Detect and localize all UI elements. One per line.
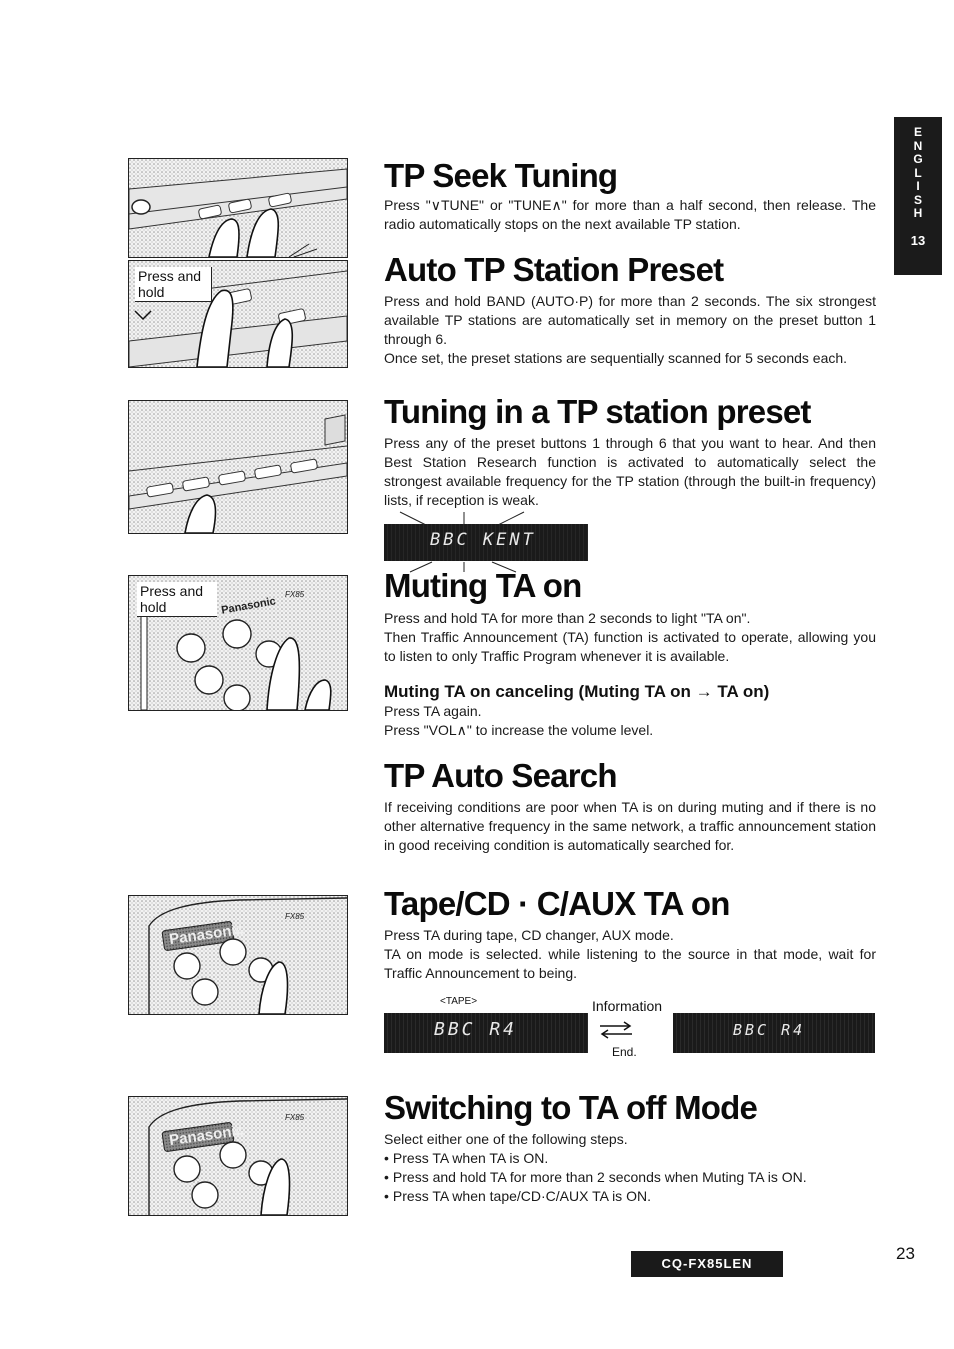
display-tape-mode: BBC R4: [384, 1013, 588, 1053]
display-indicator-lines: [399, 511, 525, 573]
arrows-icon: [600, 1021, 632, 1039]
title-tuning-tp-preset: Tuning in a TP station preset: [384, 393, 811, 430]
title-auto-tp-preset: Auto TP Station Preset: [384, 251, 724, 288]
list-item: Press TA when tape/CD·C/AUX TA is ON.: [384, 1187, 876, 1206]
illustration-preset-buttons: [128, 400, 348, 534]
language-side-tab: E N G L I S H 13: [894, 117, 942, 275]
list-item: Press and hold TA for more than 2 second…: [384, 1168, 876, 1187]
subtitle-muting-cancel: Muting TA on canceling (Muting TA on → T…: [384, 682, 770, 701]
text-tape-cd-ta-on: Press TA during tape, CD changer, AUX mo…: [384, 927, 876, 981]
list-item: Press TA when TA is ON.: [384, 1149, 876, 1168]
language-letters: E N G L I S H: [913, 125, 923, 220]
illustration-ta-button: Press and hold Panasonic FX85: [128, 575, 348, 711]
text-tuning-tp-preset: Press any of the preset buttons 1 throug…: [384, 435, 876, 508]
title-tape-cd-ta-on: Tape/CD · C/AUX TA on: [384, 885, 730, 922]
text-auto-tp-preset: Press and hold BAND (AUTO·P) for more th…: [384, 293, 876, 366]
illustration-ta-off: Panasonic FX85: [128, 1096, 348, 1216]
illustration-ta-tape: Panasonic FX85: [128, 895, 348, 1015]
title-tp-auto-search: TP Auto Search: [384, 757, 618, 794]
model-badge: CQ-FX85LEN: [631, 1251, 783, 1277]
information-label: Information: [592, 998, 663, 1014]
text-muting-cancel: Press TA again. Press "VOL∧" to increase…: [384, 703, 654, 738]
text-muting-ta-on: Press and hold TA for more than 2 second…: [384, 610, 876, 664]
display-station-name: BBC KENT: [384, 524, 588, 561]
title-tp-seek-tuning: TP Seek Tuning: [384, 157, 618, 194]
section-page-number: 13: [910, 232, 926, 248]
model-label: FX85: [285, 912, 305, 921]
ta-off-steps: Press TA when TA is ON. Press and hold T…: [384, 1149, 876, 1206]
display-information-mode: BBC R4: [673, 1013, 875, 1053]
text-ta-off-mode: Select either one of the following steps…: [384, 1130, 876, 1206]
press-and-hold-label-ta: Press and hold: [137, 582, 217, 617]
illustration-band-button: Press and hold: [128, 260, 348, 368]
title-ta-off-mode: Switching to TA off Mode: [384, 1089, 758, 1126]
tape-label: <TAPE>: [440, 996, 478, 1007]
model-label-2: FX85: [285, 1113, 305, 1122]
text-tp-auto-search: If receiving conditions are poor when TA…: [384, 799, 876, 853]
end-label: End.: [612, 1045, 637, 1059]
press-and-hold-label: Press and hold: [135, 267, 212, 302]
illustration-tune-buttons: [128, 158, 348, 258]
page-number: 23: [896, 1244, 915, 1263]
text-tp-seek-tuning: Press "∨TUNE" or "TUNE∧" for more than a…: [384, 197, 876, 232]
model-label-small: FX85: [285, 590, 305, 599]
title-muting-ta-on: Muting TA on: [384, 567, 582, 604]
